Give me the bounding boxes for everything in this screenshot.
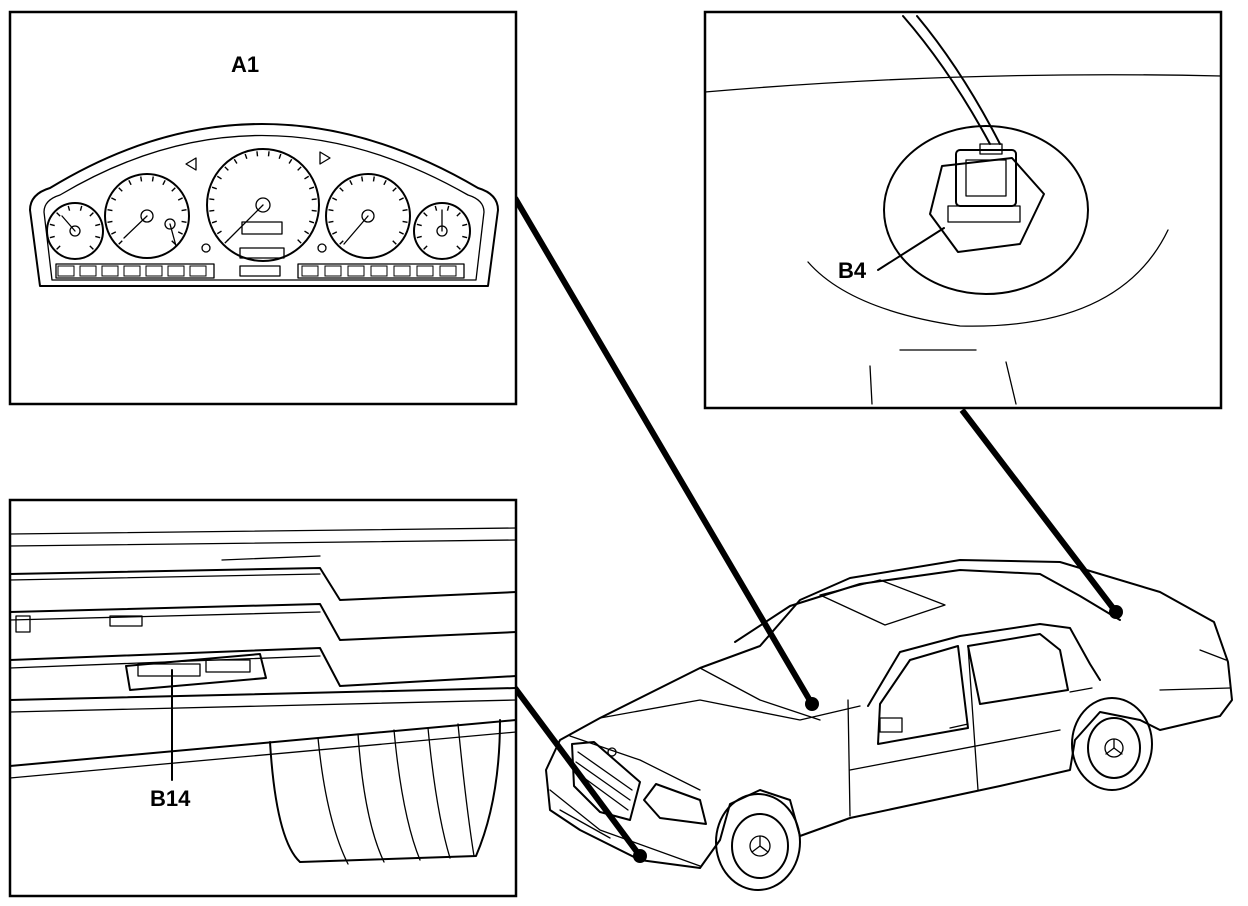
- warning-lamp-icon: [79, 265, 97, 277]
- car-illustration: [545, 559, 1233, 891]
- b4-location-dot: [1109, 605, 1123, 619]
- warning-lamp-icon: [416, 265, 434, 277]
- warning-lamp-icon: [167, 265, 185, 277]
- warning-lamp-icon: [101, 265, 119, 277]
- tire: [269, 719, 501, 863]
- front-wheel: [715, 793, 801, 891]
- sensor-housing: [125, 653, 267, 691]
- leader-line-b4: [959, 408, 1119, 614]
- turn-right-arrow-icon: [319, 151, 331, 165]
- sensor-mount-ring: [883, 125, 1089, 295]
- leader-line-a1: [512, 196, 815, 706]
- leader-lines: [512, 196, 1119, 858]
- warning-lamp-icon: [347, 265, 365, 277]
- b4-pointer: [877, 227, 945, 271]
- side-mirror: [879, 717, 903, 733]
- front-grille: [571, 741, 641, 821]
- sensor-hex-nut: [929, 157, 1045, 253]
- panel-b4: B4: [703, 10, 1223, 410]
- warning-lamp-icon: [439, 265, 457, 277]
- warning-lamp-icon: [123, 265, 141, 277]
- instrument-cluster-housing: [29, 123, 499, 287]
- a1-location-dot: [805, 697, 819, 711]
- warning-lamp-icon: [57, 265, 75, 277]
- sensor-b4: [947, 205, 1021, 223]
- sensor-cable: [902, 15, 991, 145]
- hood-ornament: [607, 747, 617, 757]
- sunroof: [819, 579, 946, 626]
- gauge-clock: [325, 173, 411, 259]
- panel-b14: B14: [8, 498, 518, 898]
- sensor-b14: [137, 663, 201, 677]
- headlight: [643, 783, 707, 825]
- turn-left-arrow-icon: [185, 157, 197, 171]
- gauge-ticks: [49, 151, 468, 250]
- gauge-left-small: [46, 202, 104, 260]
- warning-lamp-icon: [324, 265, 342, 277]
- gauge-right-small: [413, 202, 471, 260]
- rear-wheel: [1071, 697, 1153, 791]
- b14-location-dot: [633, 849, 647, 863]
- warning-lamp-icon: [145, 265, 163, 277]
- label-a1: A1: [231, 52, 259, 77]
- gauge-tachometer: [104, 173, 190, 259]
- label-b14: B14: [150, 786, 191, 811]
- warning-lamp-icon: [370, 265, 388, 277]
- indicator-strip: [55, 263, 465, 279]
- leader-line-b14: [512, 686, 643, 858]
- gauge-speedometer: [206, 148, 320, 262]
- warning-lamp-icon: [189, 265, 207, 277]
- label-b4: B4: [838, 258, 867, 283]
- warning-lamp-icon: [301, 265, 319, 277]
- panel-a1: A1: [8, 10, 518, 406]
- warning-lamp-icon: [393, 265, 411, 277]
